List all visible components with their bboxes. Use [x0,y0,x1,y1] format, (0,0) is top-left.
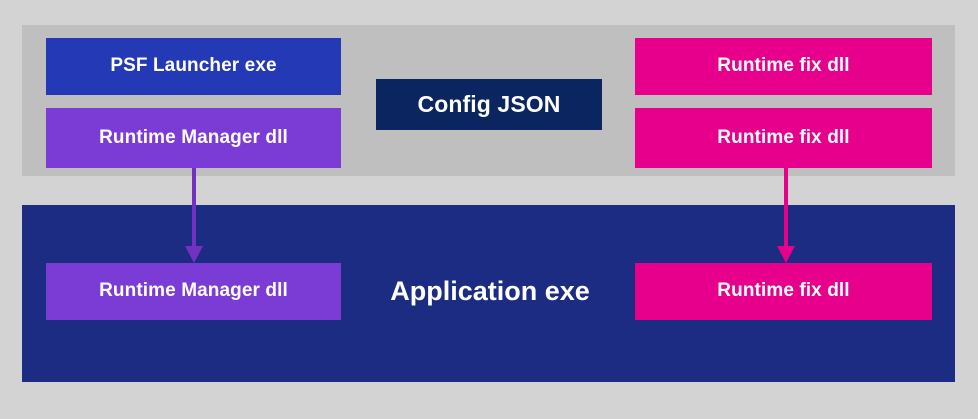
node-label: Runtime fix dll [717,280,850,302]
node-runtime-fix-dll-package-1: Runtime fix dll [635,38,932,95]
node-runtime-fix-dll-package-2: Runtime fix dll [635,108,932,168]
node-label: PSF Launcher exe [110,55,277,77]
node-label: Application exe [390,276,590,306]
node-label: Runtime Manager dll [99,126,288,148]
node-label: Runtime fix dll [717,126,850,148]
node-runtime-manager-dll-injected: Runtime Manager dll [46,263,341,320]
node-psf-launcher-exe: PSF Launcher exe [46,38,341,95]
node-config-json: Config JSON [376,79,602,130]
application-exe-label: Application exe [355,263,625,320]
node-runtime-manager-dll-package: Runtime Manager dll [46,108,341,168]
node-label: Runtime Manager dll [99,280,288,302]
node-label: Runtime fix dll [717,55,850,77]
node-label: Config JSON [417,90,561,117]
node-runtime-fix-dll-injected: Runtime fix dll [635,263,932,320]
